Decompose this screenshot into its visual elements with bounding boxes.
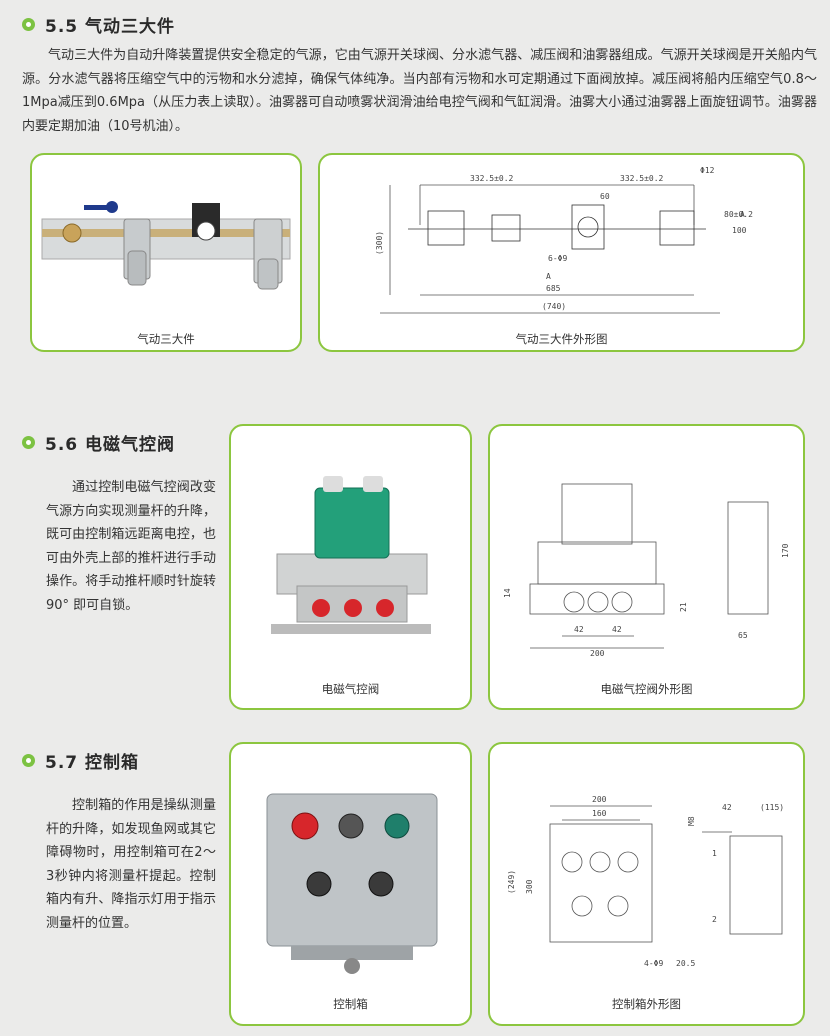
dim-label: (300) [375,231,384,255]
solenoid-valve-drawing: 42 42 200 65 170 21 14 [503,483,790,658]
dim-label: 60 [600,192,610,201]
bullet-dot-icon [22,436,35,449]
dim-label: 6-Φ9 [548,254,567,263]
section-5-5-heading: 5.5 气动三大件 [22,12,175,37]
dim-label: 65 [738,631,748,640]
dim-label: 170 [781,543,790,558]
photo-caption: 控制箱 [333,997,368,1011]
pneumatic-unit-drawing: 332.5±0.2 332.5±0.2 Φ12 80±0.2 100 A 60 … [375,166,753,314]
control-box-drawing-card: 200 160 (249) 300 4-Φ9 20.5 42 (115) M8 … [488,742,805,1026]
section-5-5-paragraph: 气动三大件为自动升降装置提供安全稳定的气源，它由气源开关球阀、分水滤气器、减压阀… [22,48,817,134]
bullet-dot-icon [22,18,35,31]
photo-caption: 气动三大件 [137,332,195,346]
solenoid-valve-drawing-card: 42 42 200 65 170 21 14 电磁气控阀外形图 [488,424,805,710]
section-title: 5.5 气动三大件 [45,17,176,37]
dim-label: (115) [760,803,784,812]
dim-label: 21 [679,602,688,612]
solenoid-valve-photo-card: 电磁气控阀 [229,424,472,710]
solenoid-valve-photo [271,476,431,634]
dim-label: 80±0.2 [724,210,753,219]
section-5-7-paragraph: 控制箱的作用是操纵测量杆的升降，如发现鱼网或其它障碍物时，用控制箱可在2～3秒钟… [46,798,216,931]
dim-label: 20.5 [676,959,695,968]
dim-label: 300 [525,879,534,894]
pneumatic-unit-drawing-card: 332.5±0.2 332.5±0.2 Φ12 80±0.2 100 A 60 … [318,153,805,352]
dim-label: 1 [712,849,717,858]
section-5-7-heading: 5.7 控制箱 [22,748,139,773]
control-box-photo-card: 控制箱 [229,742,472,1026]
dim-label: 42 [722,803,732,812]
bullet-dot-icon [22,754,35,767]
pneumatic-unit-photo [41,201,291,290]
drawing-caption: 气动三大件外形图 [515,332,608,346]
dim-label: 14 [503,588,512,598]
dim-label: (249) [507,870,516,894]
section-5-6-paragraph: 通过控制电磁气控阀改变气源方向实现测量杆的升降，既可由控制箱远距离电控，也可由外… [46,480,216,613]
dim-label: 685 [546,284,561,293]
dim-label: 200 [592,795,607,804]
dim-label: 4-Φ9 [644,959,663,968]
dim-label: A [546,272,551,281]
drawing-caption: 控制箱外形图 [612,997,681,1011]
dim-label: 332.5±0.2 [620,174,664,183]
section-title: 5.6 电磁气控阀 [45,435,176,455]
drawing-caption: 电磁气控阀外形图 [600,682,693,696]
photo-caption: 电磁气控阀 [321,682,380,696]
dim-label: Φ12 [700,166,715,175]
dim-label: 42 [574,625,584,634]
dim-label: 200 [590,649,605,658]
dim-label: A [740,210,745,219]
dim-label: 332.5±0.2 [470,174,514,183]
dim-label: 100 [732,226,747,235]
section-5-6-heading: 5.6 电磁气控阀 [22,430,175,455]
dim-label: 160 [592,809,607,818]
dim-label: (740) [542,302,566,311]
control-box-photo [266,793,438,974]
dim-label: 42 [612,625,622,634]
section-title: 5.7 控制箱 [45,753,140,773]
pneumatic-unit-photo-card: 气动三大件 [30,153,302,352]
control-box-drawing: 200 160 (249) 300 4-Φ9 20.5 42 (115) M8 … [507,795,784,968]
dim-label: 2 [712,915,717,924]
dim-label: M8 [687,816,696,826]
